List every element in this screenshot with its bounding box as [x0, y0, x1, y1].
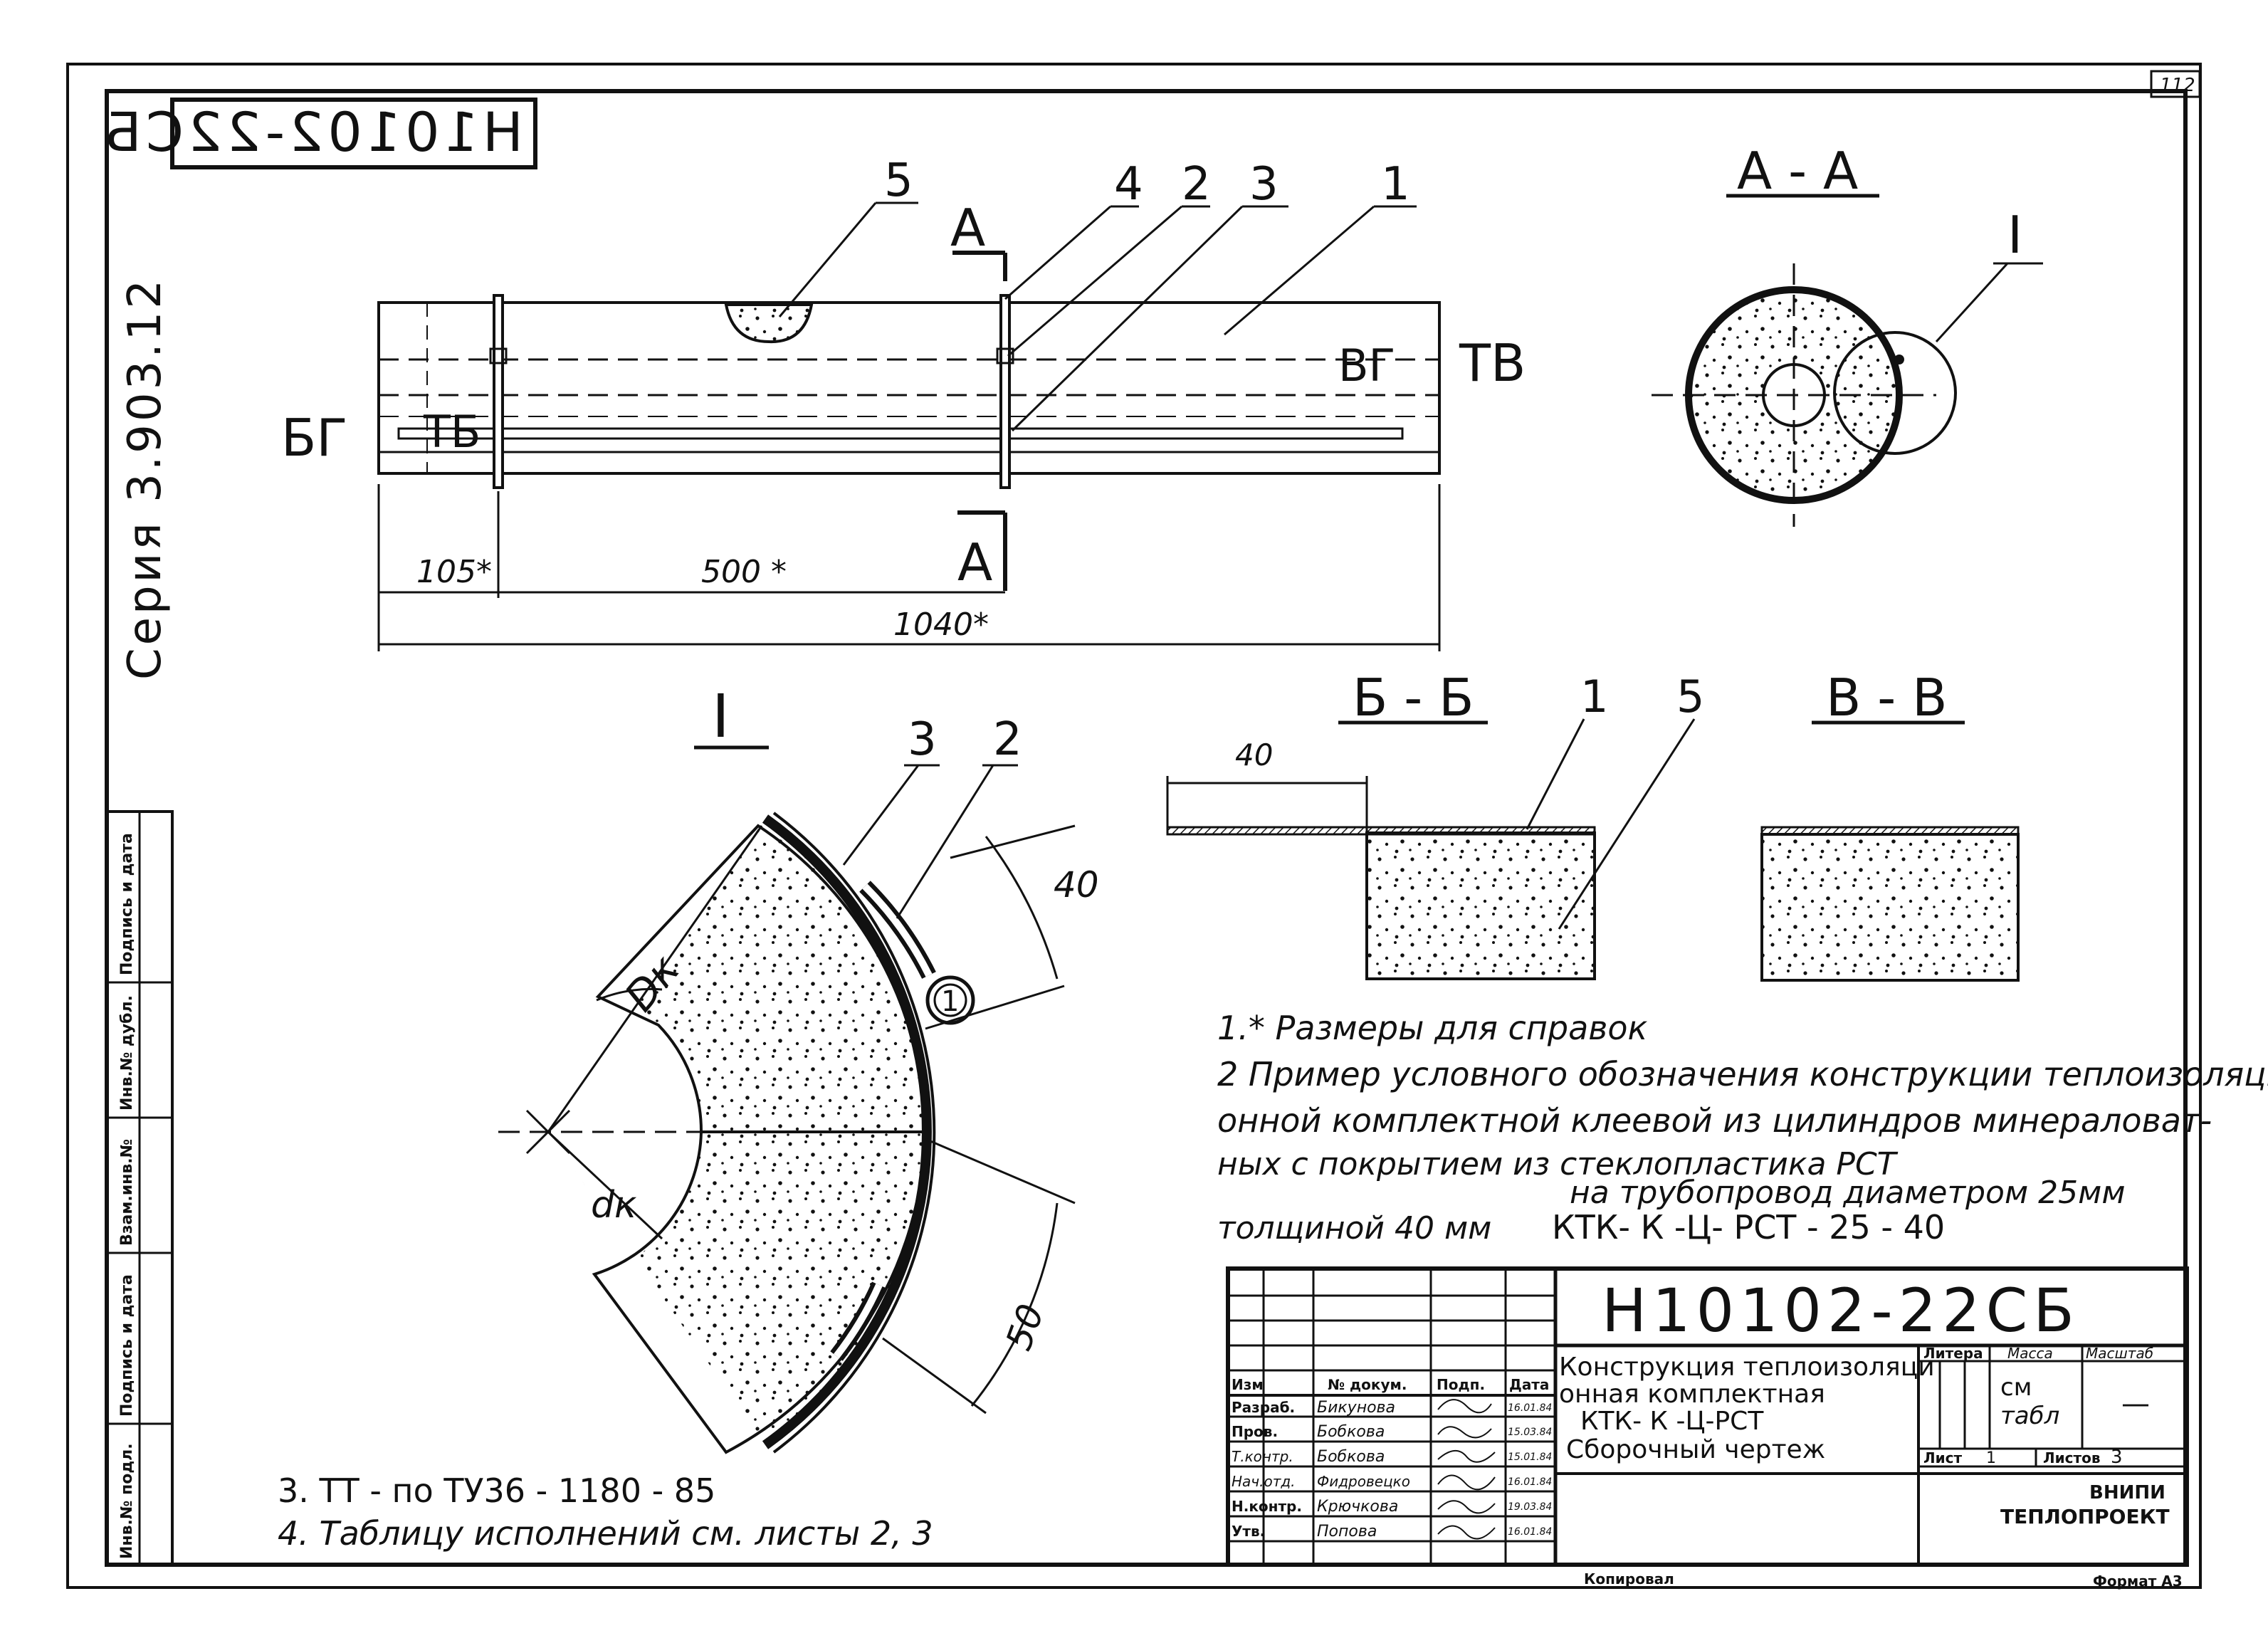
sheet-number: 112 [2160, 75, 2195, 96]
tb-role-razrab: Разраб. [1232, 1399, 1295, 1416]
side-stamp: Подпись и дата Инв.№ дубл. Взам.инв.№ По… [105, 810, 174, 1566]
tb-name-line-1: Конструкция теплоизоляци [1559, 1353, 1935, 1382]
tb-name-line-4: Сборочный чертеж [1566, 1435, 1825, 1464]
section-b-right: ТБ [423, 406, 481, 458]
tb-date-5: 19.03.84 [1508, 1501, 1552, 1513]
tb-litera: Литера [1923, 1345, 1983, 1362]
note-2-line-4: на трубопровод диаметром 25мм [1570, 1175, 2126, 1211]
section-aa: А - А I [1652, 141, 2043, 527]
tb-role-tkontr: Т.контр. [1232, 1448, 1293, 1465]
stamp-label-signature-2: Подпись и дата [118, 1274, 136, 1417]
callout-2: 2 [1182, 158, 1211, 211]
stamp-label-signature-1: Подпись и дата [118, 833, 136, 975]
note-2-line-5b: КТК- К -Ц- РСТ - 25 - 40 [1552, 1208, 1945, 1247]
section-b-left: БГ [281, 408, 347, 468]
tb-role-nkontr: Н.контр. [1232, 1498, 1302, 1515]
section-a-top: А [950, 198, 985, 258]
tb-list-label: Лист [1923, 1449, 1962, 1466]
dim-40-arc: 40 [1054, 864, 1099, 906]
tb-massa: Масса [2007, 1345, 2053, 1362]
detail-i-callout-2: 2 [993, 713, 1022, 766]
dim-500: 500 * [701, 554, 787, 590]
tb-massa-val-2: табл [2000, 1402, 2059, 1430]
tb-masshtab: Масштаб [2086, 1345, 2153, 1362]
tb-role-nachotd: Нач.отд. [1232, 1473, 1296, 1490]
callout-5: 5 [884, 154, 913, 207]
tb-name-line-2: онная комплектная [1559, 1380, 1825, 1409]
note-4: 4. Таблицу исполнений см. листы 2, 3 [278, 1514, 933, 1553]
tb-name-1: Бикунова [1317, 1399, 1395, 1417]
tb-name-2: Бобкова [1317, 1423, 1385, 1441]
section-a-bottom: А [957, 532, 992, 592]
tb-date-4: 16.01.84 [1508, 1476, 1552, 1488]
notes: 1.* Размеры для справок 2 Пример условно… [278, 1009, 2268, 1553]
section-v-right: ТВ [1459, 333, 1526, 393]
tb-listov-val: 3 [2111, 1447, 2123, 1468]
section-vv: В - В [1760, 668, 2020, 982]
stamp-label-replace: Взам.инв.№ [118, 1139, 136, 1246]
main-view: 5 4 2 3 1 А А БГ ТБ ВГ ТВ 105* 500 * 104… [281, 154, 1526, 651]
tb-org-1: ВНИПИ [2089, 1482, 2165, 1503]
tb-listov-label: Листов [2043, 1449, 2100, 1466]
tb-signatures [1437, 1399, 1496, 1540]
tb-header-izm: Изм [1232, 1376, 1264, 1393]
tb-masshtab-val: — [2121, 1387, 2150, 1420]
note-3: 3. ТТ - по ТУ36 - 1180 - 85 [278, 1471, 715, 1510]
section-bb-callout-1: 1 [1580, 671, 1608, 723]
tb-role-utv: Утв. [1232, 1523, 1265, 1540]
tb-date-1: 16.01.84 [1508, 1402, 1552, 1414]
mirrored-code-box: Н10102-22СБ [100, 98, 537, 169]
callout-4: 4 [1114, 158, 1143, 211]
tb-header-doc: № докум. [1328, 1376, 1407, 1393]
tb-list-val: 1 [1986, 1449, 1996, 1467]
tb-code: Н10102-22СБ [1602, 1276, 2080, 1345]
tb-name-line-3: КТК- К -Ц-РСТ [1580, 1407, 1764, 1436]
callout-3: 3 [1249, 158, 1279, 211]
note-2-line-3: ных с покрытием из стеклопластика РСТ [1217, 1146, 1899, 1182]
dim-50-arc: 50 [998, 1298, 1052, 1355]
title-block: Изм № докум. Подп. Дата Разраб. Пров. Т.… [1226, 1266, 2189, 1567]
tb-date-6: 16.01.84 [1508, 1526, 1552, 1538]
section-bb-title: Б - Б [1353, 668, 1474, 728]
detail-i-callout-3: 3 [908, 713, 937, 766]
footer-copied: Копировал [1584, 1570, 1674, 1587]
section-aa-title: А - А [1737, 141, 1858, 201]
dim-40-bb: 40 [1235, 738, 1273, 772]
section-bb: Б - Б 40 1 5 [1166, 668, 1704, 980]
mirrored-code: Н10102-22СБ [100, 100, 523, 164]
dim-105: 105* [416, 554, 492, 590]
section-aa-callout: I [2007, 205, 2022, 265]
stamp-label-dup: Инв.№ дубл. [118, 995, 136, 1111]
note-2-line-2: онной комплектной клеевой из цилиндров м… [1217, 1101, 2212, 1140]
tb-date-2: 15.03.84 [1508, 1427, 1552, 1438]
tb-name-3: Бобкова [1317, 1448, 1385, 1466]
label-dk-inner: dк [591, 1184, 637, 1227]
note-2-line-1: 2 Пример условного обозначения конструкц… [1217, 1055, 2268, 1093]
detail-i-callout-1: 1 [941, 985, 959, 1018]
tb-name-6: Попова [1317, 1523, 1377, 1541]
tb-header-podp: Подп. [1437, 1376, 1485, 1393]
note-2-line-5a: толщиной 40 мм [1217, 1210, 1491, 1247]
section-v-left: ВГ [1338, 340, 1395, 392]
tb-role-prov: Пров. [1232, 1423, 1278, 1440]
section-vv-title: В - В [1826, 668, 1948, 728]
callout-1: 1 [1381, 158, 1410, 211]
tb-name-5: Крючкова [1317, 1498, 1398, 1516]
footer-format: Формат А3 [2093, 1573, 2183, 1590]
detail-i: I 1 Dк dк 3 2 40 [498, 681, 1099, 1454]
section-bb-callout-5: 5 [1676, 671, 1704, 723]
tb-date-3: 15.01.84 [1508, 1452, 1552, 1463]
tb-massa-val-1: см [2000, 1373, 2032, 1402]
tb-header-data: Дата [1509, 1376, 1549, 1393]
tb-name-4: Фидровецко [1317, 1473, 1410, 1490]
series-label: Серия 3.903.12 [119, 277, 172, 680]
tb-org-2: ТЕПЛОПРОЕКТ [2000, 1505, 2170, 1528]
dim-1040: 1040* [893, 607, 989, 643]
detail-i-title: I [712, 681, 730, 751]
note-1: 1.* Размеры для справок [1217, 1009, 1648, 1047]
stamp-label-original: Инв.№ подл. [118, 1443, 136, 1559]
